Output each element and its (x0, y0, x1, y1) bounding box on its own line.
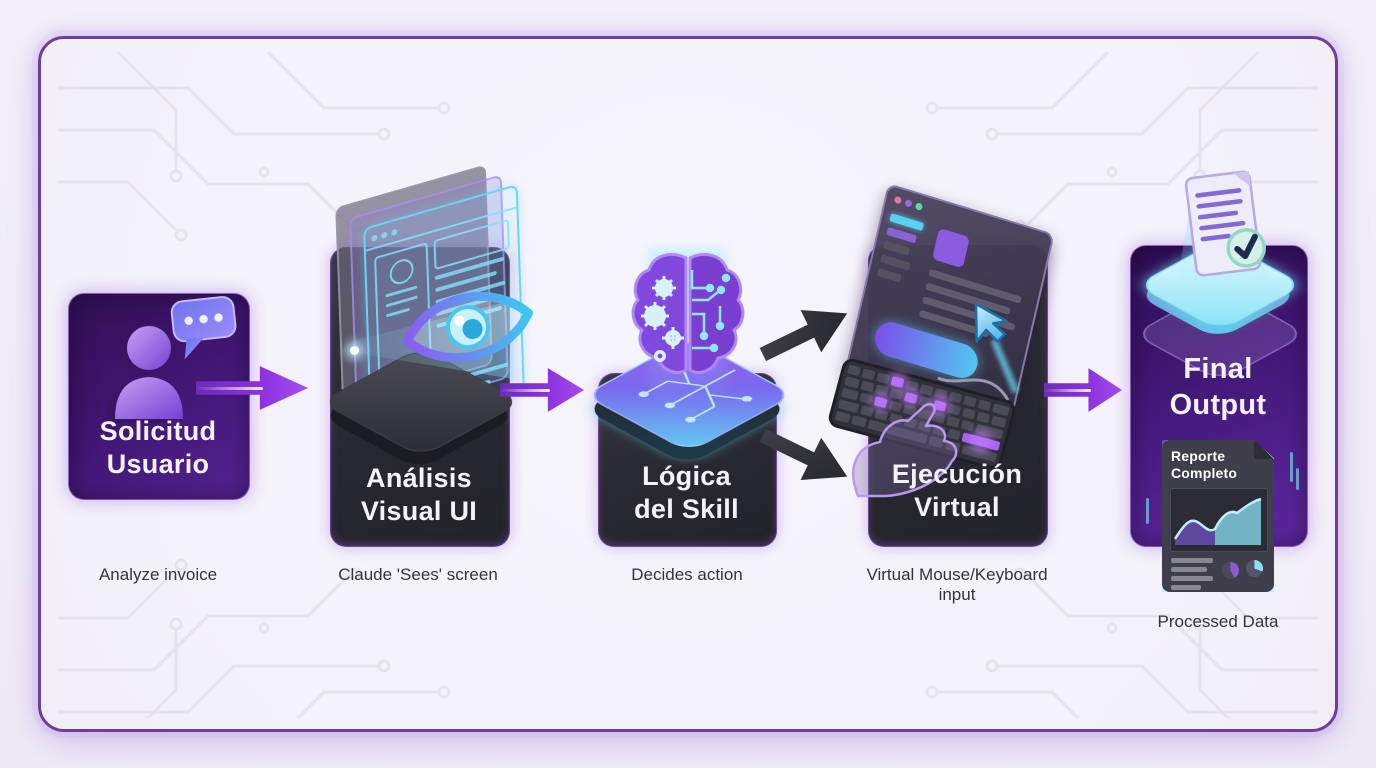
pie-chart-icon (1246, 560, 1263, 577)
cursor-icon (974, 302, 1008, 343)
report-card: Reporte Completo (1162, 440, 1274, 592)
title-line: Output (1169, 388, 1267, 421)
title-line: Ejecución (891, 459, 1023, 489)
title-line: Lógica (642, 461, 731, 491)
stage-title-analisis-visual-ui: Análisis Visual UI (330, 462, 508, 529)
person-icon (105, 326, 183, 423)
cable (937, 376, 1010, 401)
stage-title-logica-del-skill: Lógica del Skill (598, 460, 775, 527)
title-line: Visual UI (360, 496, 478, 527)
speech-bubble-icon (170, 296, 237, 360)
stage-title-ejecucion-virtual: Ejecución Virtual (868, 458, 1046, 525)
report-title: Reporte Completo (1171, 448, 1238, 481)
arrow-glow-core (196, 386, 264, 391)
title-line: Virtual (914, 492, 1000, 523)
stage-title-final-output: Final Output (1130, 352, 1306, 424)
keyboard-cursor-icon (828, 302, 1020, 498)
title-line: Usuario (106, 449, 210, 480)
stage-title-solicitud-usuario: Solicitud Usuario (68, 415, 248, 482)
stage-caption-ejecucion-virtual: Virtual Mouse/Keyboard input (866, 565, 1048, 604)
pie-chart-icon (1222, 562, 1239, 579)
arrow-glow-core (1044, 388, 1091, 393)
title-line: Análisis (366, 463, 472, 493)
document-icon (1184, 170, 1266, 277)
circuit-lines (690, 270, 731, 353)
arrow-glow-core (500, 388, 551, 393)
cursor-trail (990, 338, 1020, 394)
report-chart (1170, 488, 1268, 552)
stage-caption-analisis-visual-ui: Claude 'Sees' screen (338, 565, 498, 584)
scan-spark (350, 346, 359, 355)
title-line: Final (1183, 353, 1253, 385)
user-chat-icon (105, 296, 237, 423)
brain-icon (631, 253, 745, 374)
stage-caption-logica-del-skill: Decides action (631, 565, 743, 584)
stage-caption-final-output: Processed Data (1157, 612, 1279, 631)
title-line: del Skill (634, 494, 739, 525)
title-line: Solicitud (99, 416, 217, 446)
keyboard-icon (828, 358, 1016, 470)
gear-icons (641, 276, 684, 362)
stage-caption-solicitud-usuario: Analyze invoice (98, 565, 218, 584)
eye-icon (403, 291, 533, 363)
hand-icon (852, 402, 958, 498)
